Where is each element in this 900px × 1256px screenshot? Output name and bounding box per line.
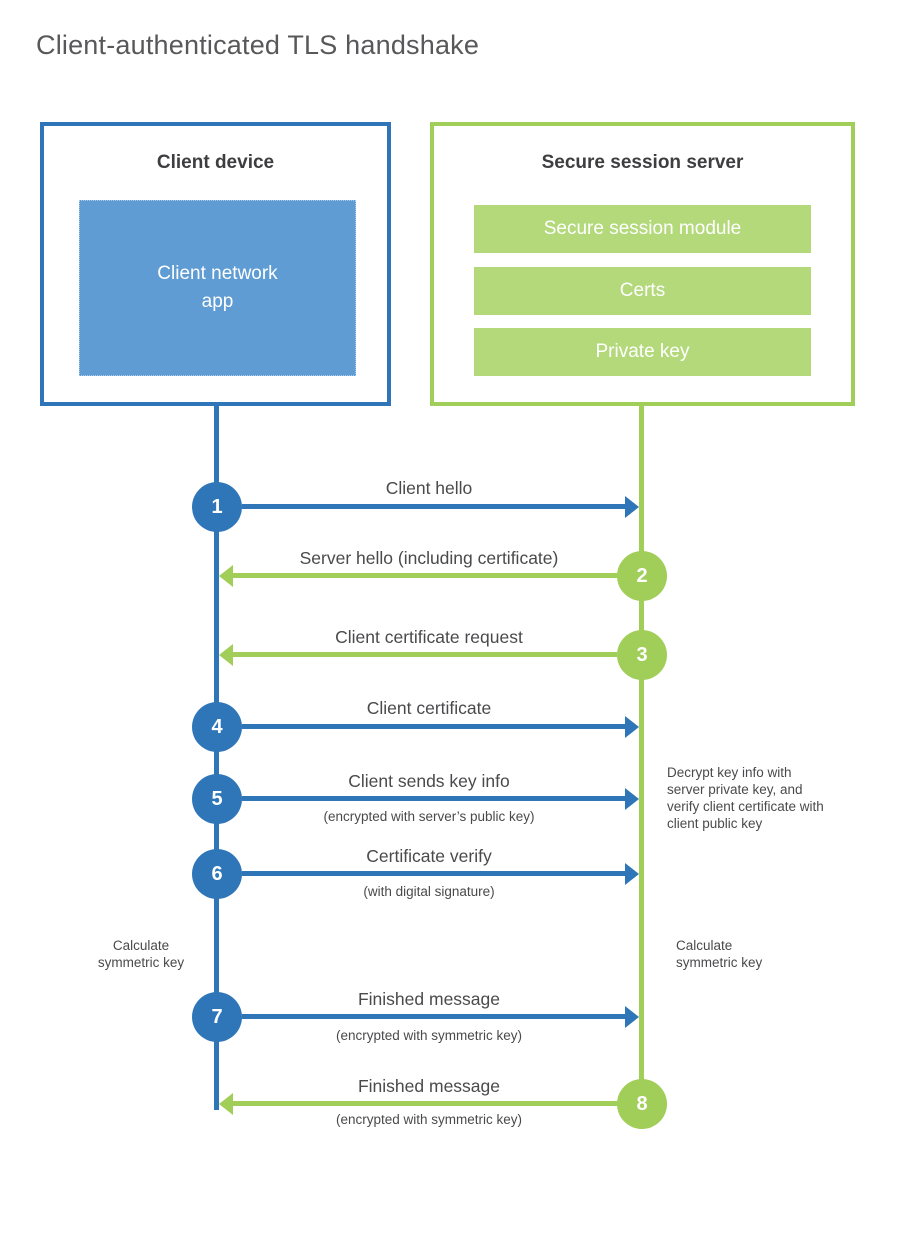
step-6-sublabel: (with digital signature)	[363, 884, 495, 899]
step-8-circle: 8	[617, 1079, 667, 1129]
step-5-label: Client sends key info	[348, 771, 510, 791]
step-5-arrow	[242, 796, 625, 801]
step-3-arrow	[233, 652, 617, 657]
step-4-arrow	[242, 724, 625, 729]
client-calculate-symmetric-key-note: Calculate symmetric key	[97, 938, 185, 970]
step-2-circle: 2	[617, 551, 667, 601]
step-7-label: Finished message	[357, 989, 501, 1009]
step-4-circle: 4	[192, 702, 242, 752]
step-7-arrow	[242, 1014, 625, 1019]
step-6-arrow	[242, 871, 625, 876]
step-3-circle: 3	[617, 630, 667, 680]
step-6-circle: 6	[192, 849, 242, 899]
client-network-app-label: Client network app	[157, 263, 278, 312]
secure-session-server-box: Secure session server Secure session mod…	[430, 122, 855, 406]
step-7-sublabel: (encrypted with symmetric key)	[335, 1028, 523, 1043]
step-4-label: Client certificate	[366, 698, 492, 718]
step-5-sublabel: (encrypted with server’s public key)	[323, 809, 535, 824]
step-8-label: Finished message	[357, 1076, 501, 1096]
step-8-arrow	[233, 1101, 617, 1106]
secure-session-server-title: Secure session server	[541, 152, 744, 173]
server-calculate-symmetric-key-note: Calculate symmetric key	[676, 938, 763, 970]
server-lifeline	[639, 404, 644, 1129]
server-module-certs: Certs	[474, 267, 811, 315]
server-decrypt-note: Decrypt key info with server private key…	[667, 765, 824, 831]
step-8-sublabel: (encrypted with symmetric key)	[335, 1112, 523, 1127]
step-1-circle: 1	[192, 482, 242, 532]
step-2-arrow	[233, 573, 617, 578]
client-device-title: Client device	[156, 152, 275, 173]
page-title: Client-authenticated TLS handshake	[36, 30, 480, 60]
step-6-label: Certificate verify	[366, 846, 492, 866]
client-network-app-box: Client network app	[79, 200, 356, 376]
client-lifeline	[214, 404, 219, 1110]
step-3-label: Client certificate request	[335, 627, 523, 647]
step-7-circle: 7	[192, 992, 242, 1042]
step-1-arrow	[242, 504, 625, 509]
server-module-secure-session: Secure session module	[474, 205, 811, 253]
step-1-label: Client hello	[385, 478, 473, 498]
server-module-private-key: Private key	[474, 328, 811, 376]
step-5-circle: 5	[192, 774, 242, 824]
step-2-label: Server hello (including certificate)	[299, 548, 559, 568]
client-device-box: Client device Client network app	[40, 122, 391, 406]
